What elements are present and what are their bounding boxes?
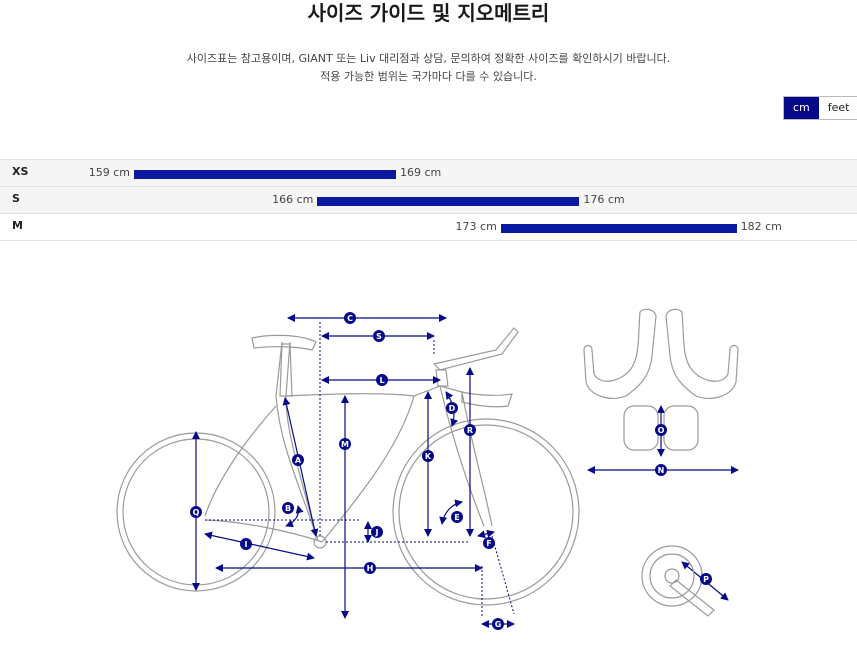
dimension-badge-s: S — [373, 330, 385, 342]
crank-spindle — [664, 568, 680, 584]
dimension-badge-c: C — [344, 312, 356, 324]
svg-text:M: M — [341, 440, 349, 449]
size-row-m: M 173 cm 182 cm — [0, 214, 857, 241]
dim-b — [285, 505, 304, 528]
svg-text:K: K — [425, 452, 432, 461]
size-min: 159 cm — [88, 166, 130, 179]
dimension-badge-q: Q — [190, 506, 202, 518]
front-wheel-inner — [398, 424, 574, 600]
dimension-badges: A B C D E F G H I J K L M N O P Q R S — [190, 312, 712, 630]
dimension-badge-l: L — [376, 374, 388, 386]
dimension-badge-n: N — [655, 464, 667, 476]
svg-text:D: D — [449, 404, 456, 413]
dim-f — [477, 529, 495, 539]
svg-text:N: N — [658, 466, 665, 475]
svg-text:G: G — [495, 620, 502, 629]
dim-i — [204, 531, 315, 561]
unit-feet-button[interactable]: feet — [818, 97, 857, 119]
description-line-2: 적용 가능한 범위는 국가마다 다를 수 있습니다. — [320, 70, 537, 83]
dimension-badge-m: M — [339, 438, 351, 450]
size-label: XS — [12, 165, 29, 178]
dimension-badge-r: R — [464, 424, 476, 436]
size-chart: XS 159 cm 169 cm S 166 cm 176 cm M 173 c… — [0, 159, 857, 241]
description-line-1: 사이즈표는 참고용이며, GIANT 또는 Liv 대리점과 상담, 문의하여 … — [186, 52, 671, 65]
dimension-badge-j: J — [371, 526, 383, 538]
dim-e — [439, 499, 463, 525]
guide-lines — [205, 322, 515, 618]
geometry-diagram: A B C D E F G H I J K L M N O P Q R S — [116, 308, 739, 630]
rear-stays — [204, 405, 323, 543]
stem — [435, 369, 449, 387]
dimension-badge-e: E — [451, 511, 463, 523]
seatpost — [279, 343, 293, 397]
dimension-badge-h: H — [364, 562, 376, 574]
dimension-badge-b: B — [282, 502, 294, 514]
page-title: 사이즈 가이드 및 지오메트리 — [307, 1, 550, 25]
down-tube — [321, 395, 415, 543]
size-min: 173 cm — [455, 220, 497, 233]
dimension-badge-p: P — [700, 573, 712, 585]
aerobar — [432, 327, 519, 371]
front-wheel — [392, 418, 580, 606]
size-row-s: S 166 cm 176 cm — [0, 187, 857, 214]
size-min: 166 cm — [272, 193, 314, 206]
dimension-badge-i: I — [240, 538, 252, 550]
size-max: 176 cm — [583, 193, 625, 206]
dimension-badge-d: D — [446, 402, 458, 414]
dimension-badge-f: F — [483, 537, 495, 549]
svg-text:O: O — [658, 426, 665, 435]
arm-pad-right — [663, 405, 699, 451]
svg-text:R: R — [467, 426, 473, 435]
size-label: M — [12, 219, 23, 232]
size-range-bar — [134, 170, 396, 179]
arm-pad-left — [623, 405, 659, 451]
svg-text:I: I — [245, 540, 248, 549]
chainring-inner — [649, 553, 695, 599]
svg-text:L: L — [379, 376, 384, 385]
saddle — [251, 334, 317, 351]
size-max: 182 cm — [740, 220, 782, 233]
svg-text:P: P — [703, 575, 709, 584]
crank-arm — [669, 579, 715, 617]
dimension-badge-a: A — [292, 454, 304, 466]
size-range-bar — [500, 224, 737, 233]
svg-text:S: S — [376, 332, 382, 341]
svg-text:C: C — [347, 314, 353, 323]
svg-text:J: J — [375, 528, 379, 537]
crankset — [641, 545, 715, 617]
aerobar-right — [665, 308, 739, 399]
unit-toggle: cm feet — [783, 96, 857, 120]
svg-text:F: F — [486, 539, 491, 548]
size-range-bar — [317, 197, 580, 206]
dimension-badge-o: O — [655, 424, 667, 436]
seat-tube — [275, 341, 319, 542]
bottom-bracket — [313, 535, 327, 549]
dimension-badge-g: G — [492, 618, 504, 630]
dim-a — [282, 397, 319, 537]
svg-text:Q: Q — [193, 508, 200, 517]
guide-fork-rake — [491, 535, 515, 615]
fork — [439, 385, 493, 527]
svg-text:H: H — [367, 564, 374, 573]
bike-outline — [116, 327, 580, 606]
size-max: 169 cm — [400, 166, 442, 179]
size-label: S — [12, 192, 20, 205]
aerobar-left — [583, 308, 657, 399]
size-row-xs: XS 159 cm 169 cm — [0, 160, 857, 187]
unit-cm-button[interactable]: cm — [784, 97, 819, 119]
svg-text:B: B — [285, 504, 291, 513]
dimension-badge-k: K — [422, 450, 434, 462]
aerobar-top-view — [583, 308, 739, 451]
chainring-outer — [641, 545, 703, 607]
svg-text:E: E — [454, 513, 459, 522]
svg-text:A: A — [295, 456, 302, 465]
